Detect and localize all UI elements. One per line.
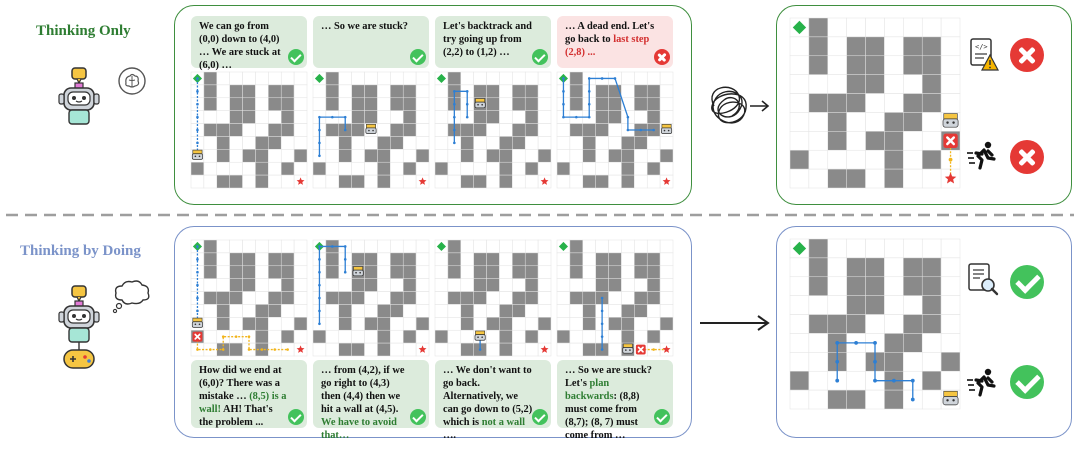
bottom-bubble-4: … So we are stuck? Let's plan backwards:… <box>557 360 673 441</box>
brain-icon <box>118 67 146 95</box>
code-check-fail-icon <box>1010 38 1044 72</box>
check-badge-icon <box>410 409 426 425</box>
bubble-text-part: We have to avoid that… <box>321 417 397 441</box>
bubble-text-part: … So we are stuck? Let's <box>565 365 652 389</box>
maze-top-4 <box>556 71 674 189</box>
maze-result-fail <box>789 17 961 189</box>
check-badge-icon <box>532 409 548 425</box>
bubble-text-part: not a wall <box>481 417 525 428</box>
robot-marker-icon <box>191 149 203 160</box>
path-line <box>836 342 914 400</box>
bubble-text-part: … A dead end. Let's go back to <box>565 21 655 45</box>
check-badge-icon <box>288 49 304 65</box>
execution-ok-icon <box>1010 365 1044 399</box>
robot-marker-icon <box>365 124 377 134</box>
running-person-icon-bottom <box>967 368 996 397</box>
robot-marker-icon <box>622 343 634 354</box>
document-search-icon <box>968 263 999 296</box>
svg-text:</>: </> <box>975 43 988 51</box>
bubble-text-part: Let's backtrack and try going up from (2… <box>443 21 532 58</box>
top-bubble-4: … A dead end. Let's go back to last step… <box>557 16 673 68</box>
flow-arrow <box>700 315 770 331</box>
bubble-text-part: We can go from (0,0) down to (4,0) … We … <box>199 21 281 71</box>
thinking-by-doing-result-panel <box>776 226 1072 438</box>
execution-fail-icon <box>1010 140 1044 174</box>
thinking-only-result-panel <box>776 5 1072 205</box>
check-badge-icon <box>654 409 670 425</box>
bottom-bubble-1: How did we end at (6,0)? There was a mis… <box>191 360 307 428</box>
goal-star-icon <box>418 177 427 185</box>
maze-top-1 <box>190 71 308 189</box>
tangled-scribble-icon <box>711 86 770 124</box>
bubble-text-part: …. <box>443 430 456 441</box>
row-label-thinking-only: Thinking Only <box>36 23 131 39</box>
goal-star-icon <box>540 177 549 185</box>
top-bubble-1: We can go from (0,0) down to (4,0) … We … <box>191 16 307 71</box>
check-badge-icon <box>288 409 304 425</box>
bottom-bubble-2: … from (4,2), if we go right to (4,3) th… <box>313 360 429 441</box>
collision-x-icon <box>635 344 646 355</box>
top-bubble-3: Let's backtrack and try going up from (2… <box>435 16 551 68</box>
robot-thinking-icon <box>58 67 100 125</box>
robot-marker-icon <box>474 330 486 341</box>
thinking-only-steps-panel <box>174 5 692 205</box>
maze-bottom-4 <box>556 239 674 357</box>
goal-star-icon <box>662 177 671 185</box>
maze-bottom-1 <box>190 239 308 357</box>
code-document-warning-icon: </> <box>970 38 999 71</box>
bottom-bubble-3: … We don't want to go back. Alternativel… <box>435 360 551 441</box>
robot-gamepad-icon <box>58 285 100 369</box>
bubble-text-part: … So we are stuck? <box>321 21 408 32</box>
goal-star-icon <box>296 345 305 353</box>
row-label-thinking-by-doing: Thinking by Doing <box>20 243 141 259</box>
collision-x-icon <box>943 133 958 148</box>
robot-marker-icon <box>352 266 364 277</box>
thinking-by-doing-steps-panel <box>174 226 692 438</box>
maze-top-3 <box>434 71 552 189</box>
running-person-icon <box>967 141 996 170</box>
robot-marker-icon <box>942 390 959 406</box>
path-line <box>453 90 468 143</box>
bubble-text-part: … We don't want to go back. Alternativel… <box>443 365 533 428</box>
check-badge-icon <box>410 49 426 65</box>
fail-badge-icon <box>654 49 670 65</box>
bubble-text-part: plan backwards <box>565 378 614 402</box>
goal-star-icon <box>418 345 427 353</box>
check-badge-icon <box>532 49 548 65</box>
maze-bottom-3 <box>434 239 552 357</box>
bubble-text-part: How did we end at (6,0)? There was a mis… <box>199 365 282 402</box>
collision-x-icon <box>192 331 203 342</box>
bubble-text-part: last step (2,8) ... <box>565 34 650 58</box>
bubble-text-part: : (8,8) must come from (8,7); (8, 7) mus… <box>565 391 640 441</box>
thought-cloud-icon <box>112 280 150 314</box>
plan-check-ok-icon <box>1010 265 1044 299</box>
robot-marker-icon <box>942 113 959 128</box>
robot-marker-icon <box>191 317 203 328</box>
row-divider <box>6 213 1074 217</box>
bubble-text-part: (8,5) is a wall! <box>199 391 287 415</box>
goal-star-icon <box>540 345 549 353</box>
goal-star-icon <box>296 177 305 185</box>
robot-marker-icon <box>661 124 673 134</box>
maze-bottom-2 <box>312 239 430 357</box>
bubble-text-part: AH! That's the problem ... <box>199 404 273 428</box>
goal-star-icon <box>944 172 957 184</box>
top-bubble-2: … So we are stuck? <box>313 16 429 68</box>
robot-marker-icon <box>474 98 486 109</box>
goal-star-icon <box>662 345 671 353</box>
bubble-text-part: … from (4,2), if we go right to (4,3) th… <box>321 365 405 415</box>
maze-top-2 <box>312 71 430 189</box>
maze-result-success <box>789 238 961 410</box>
